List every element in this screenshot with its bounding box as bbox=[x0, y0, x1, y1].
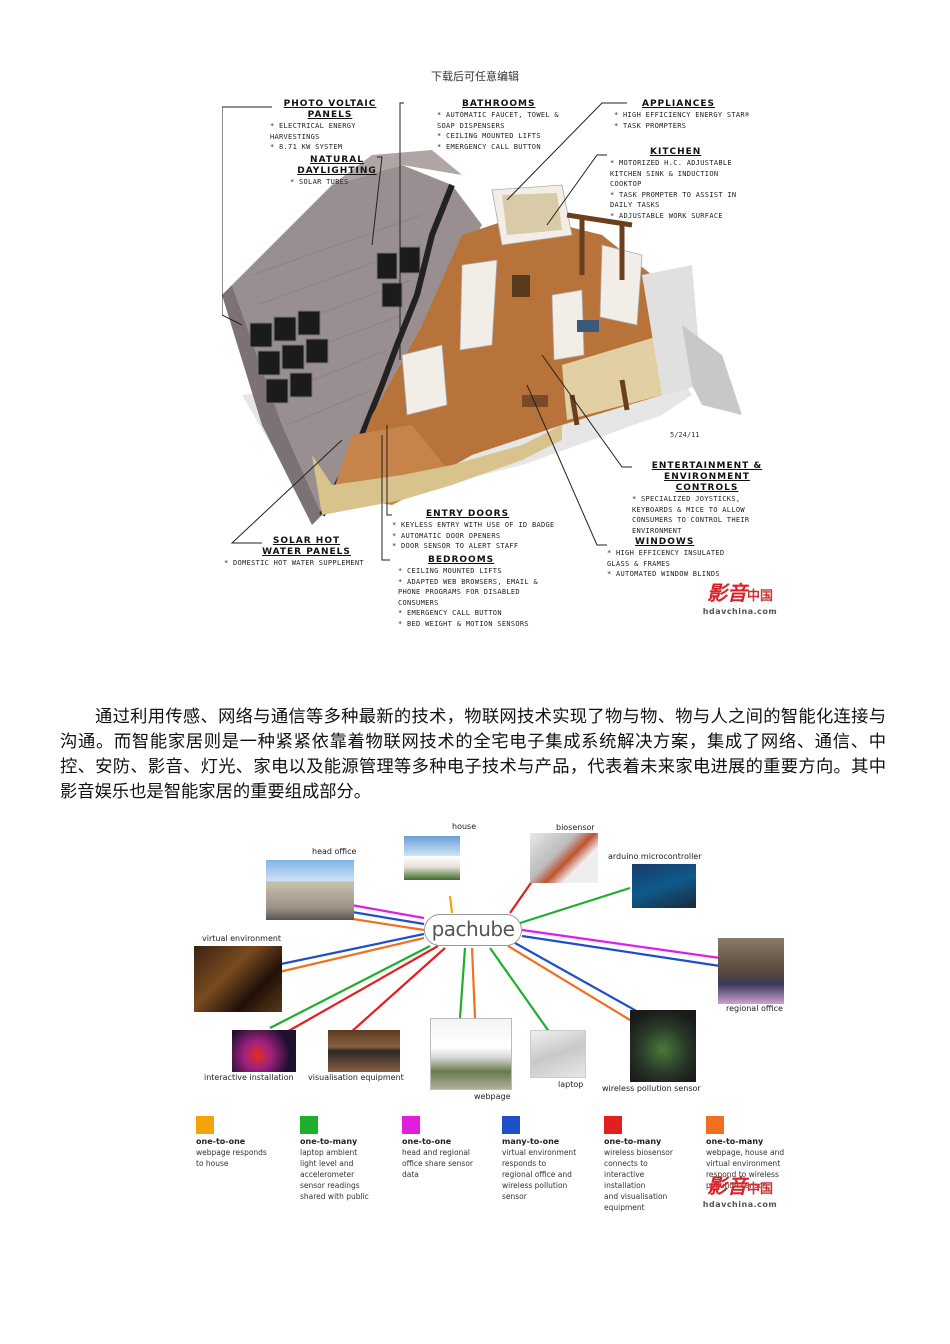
legend-item: one-to-one webpage responds to house bbox=[196, 1116, 296, 1169]
body-paragraph: 通过利用传感、网络与通信等多种最新的技术，物联网技术实现了物与物、物与人之间的智… bbox=[60, 707, 886, 802]
label-interactive-installation: interactive installation bbox=[204, 1073, 294, 1082]
label-virtual-environment: virtual environment bbox=[202, 934, 282, 943]
legend-item: one-to-many laptop ambient light level a… bbox=[300, 1116, 400, 1202]
callout-title: WINDOWS bbox=[635, 537, 695, 547]
date-stamp: 5/24/11 bbox=[670, 431, 700, 439]
callout-bathrooms: BATHROOMS AUTOMATIC FAUCET, TOWEL & SOAP… bbox=[437, 99, 567, 152]
callout-title: ENTERTAINMENT &ENVIRONMENT CONTROLS bbox=[651, 461, 763, 493]
label-biosensor: biosensor bbox=[556, 823, 595, 832]
legend-item: one-to-many webpage, house and virtual e… bbox=[706, 1116, 798, 1191]
watermark-logo: 影音中国 hdavchina.com bbox=[702, 581, 778, 616]
interactive-installation-image bbox=[232, 1030, 296, 1072]
house-photo bbox=[404, 836, 460, 880]
legend-swatch bbox=[196, 1116, 214, 1134]
pollution-sensor-photo bbox=[630, 1010, 696, 1082]
watermark-logo-2: 影音中国 hdavchina.com bbox=[702, 1174, 778, 1209]
callout-title: BATHROOMS bbox=[462, 99, 536, 109]
network-diagram bbox=[261, 869, 721, 1034]
virtual-environment-image bbox=[194, 946, 282, 1012]
legend-swatch bbox=[300, 1116, 318, 1134]
house-cutaway-illustration bbox=[222, 102, 742, 561]
callout-title: APPLIANCES bbox=[642, 99, 715, 109]
callout-windows: WINDOWS HIGH EFFICENCY INSULATED GLASS &… bbox=[607, 537, 747, 580]
callout-title: KITCHEN bbox=[650, 147, 702, 157]
webpage-screenshot bbox=[430, 1018, 512, 1090]
legend-item: one-to-many wireless biosensor connects … bbox=[604, 1116, 704, 1213]
label-head-office: head office bbox=[312, 847, 357, 856]
legend-item: one-to-one head and regional office shar… bbox=[402, 1116, 502, 1180]
callout-entertainment: ENTERTAINMENT &ENVIRONMENT CONTROLS SPEC… bbox=[632, 461, 782, 536]
header-note: 下载后可任意编辑 bbox=[431, 70, 519, 83]
legend-swatch bbox=[402, 1116, 420, 1134]
legend-swatch bbox=[502, 1116, 520, 1134]
pachube-network-figure: pachube house biosensor arduino microcon… bbox=[190, 818, 800, 1228]
legend-swatch bbox=[706, 1116, 724, 1134]
label-webpage: webpage bbox=[474, 1092, 511, 1101]
regional-office-photo bbox=[718, 938, 784, 1004]
legend-swatch bbox=[604, 1116, 622, 1134]
visualisation-equipment-image bbox=[328, 1030, 400, 1072]
head-office-photo bbox=[266, 860, 354, 920]
label-regional-office: regional office bbox=[726, 1004, 783, 1013]
biosensor-photo bbox=[530, 833, 598, 883]
callout-title: BEDROOMS bbox=[428, 555, 495, 565]
label-laptop: laptop bbox=[558, 1080, 584, 1089]
callout-kitchen: KITCHEN MOTORIZED H.C. ADJUSTABLE KITCHE… bbox=[610, 147, 740, 221]
arduino-photo bbox=[632, 864, 696, 908]
pachube-hub: pachube bbox=[424, 914, 522, 946]
label-arduino: arduino microcontroller bbox=[608, 852, 702, 861]
callout-entry-doors: ENTRY DOORS KEYLESS ENTRY WITH USE OF ID… bbox=[392, 509, 567, 552]
label-visualisation-equipment: visualisation equipment bbox=[308, 1073, 404, 1082]
callout-appliances: APPLIANCES HIGH EFFICIENCY ENERGY STAR®T… bbox=[614, 99, 774, 131]
callout-bedrooms: BEDROOMS CEILING MOUNTED LIFTSADAPTED WE… bbox=[398, 555, 548, 629]
callout-title: ENTRY DOORS bbox=[426, 509, 510, 519]
label-pollution-sensor: wireless pollution sensor bbox=[602, 1084, 701, 1093]
legend-item: many-to-one virtual environment responds… bbox=[502, 1116, 602, 1202]
label-house: house bbox=[452, 822, 477, 831]
laptop-photo bbox=[530, 1030, 586, 1078]
